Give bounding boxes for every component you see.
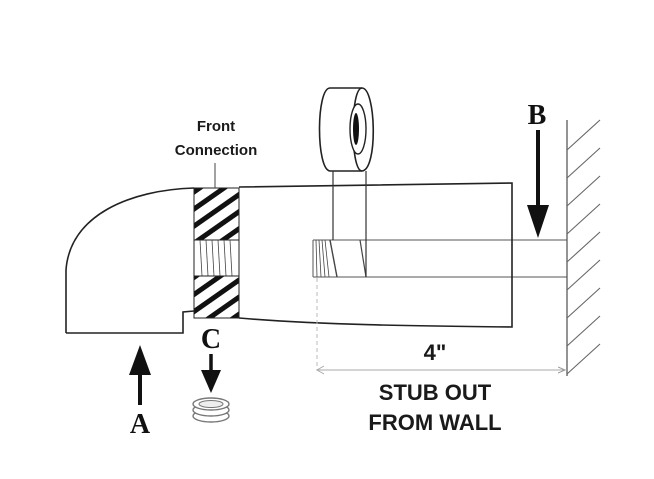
letter-b-label: B xyxy=(528,100,547,131)
wall-hatch-mark xyxy=(566,203,601,235)
thread-tape-roll xyxy=(318,87,375,277)
from-wall-label: FROM WALL xyxy=(368,410,501,435)
wall-hatch-mark xyxy=(566,287,601,319)
letter-a-label: A xyxy=(130,409,151,440)
arrow-c: C xyxy=(201,324,221,393)
front-connection-label: Front xyxy=(197,118,235,135)
wall xyxy=(566,119,601,376)
wall-hatch-mark xyxy=(566,231,601,263)
wall-hatch-mark xyxy=(566,259,601,291)
wall-hatch-mark xyxy=(566,119,601,151)
wall-hatch-mark xyxy=(566,315,601,347)
stub-pipe xyxy=(312,239,567,278)
spout-body xyxy=(65,182,513,370)
wall-hatch-mark xyxy=(566,343,601,375)
dimension-4in: 4" STUB OUT FROM WALL xyxy=(315,340,565,435)
wall-hatch-mark xyxy=(566,147,601,179)
arrow-b: B xyxy=(527,100,549,238)
wall-hatch-mark xyxy=(566,175,601,207)
dimension-label: 4" xyxy=(424,340,447,365)
front-connection-label-2: Connection xyxy=(175,142,258,159)
front-connection-threads xyxy=(193,163,240,319)
letter-c-label: C xyxy=(201,324,221,355)
adapter-ring-icon xyxy=(192,397,230,423)
arrow-a: A xyxy=(129,345,151,440)
stub-out-label: STUB OUT xyxy=(379,380,492,405)
